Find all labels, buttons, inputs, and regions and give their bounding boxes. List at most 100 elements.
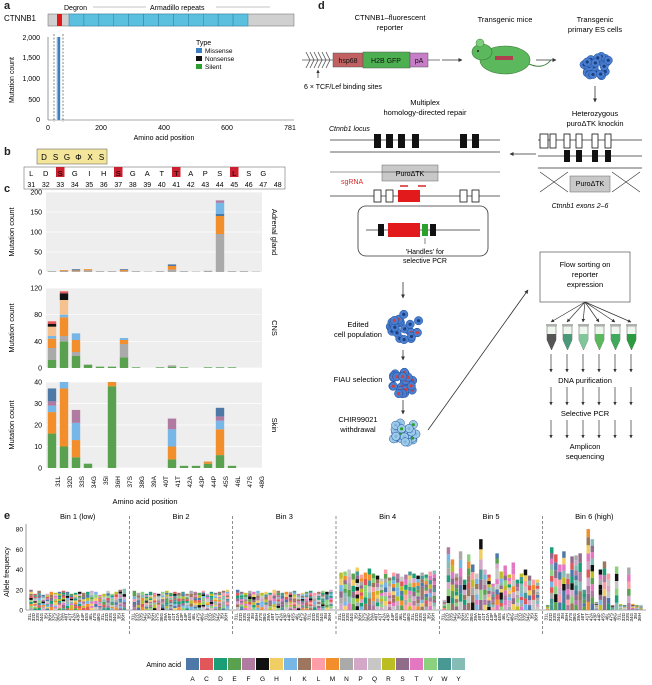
flow-branch — [584, 301, 632, 323]
bar-segment — [47, 321, 57, 324]
e-xtick: 34G — [453, 613, 458, 622]
bar-segment — [47, 271, 57, 272]
e-bar-segment — [77, 607, 82, 610]
e-bar-segment — [598, 599, 603, 605]
ctnnb1-locus-label: Ctnnb1 locus — [329, 126, 370, 133]
transgenic-mice-label: Transgenic mice — [478, 15, 533, 24]
e-bar-segment — [562, 570, 566, 578]
e-bar-segment — [483, 599, 487, 605]
e-bar-segment — [606, 591, 611, 598]
e-bar-segment — [511, 568, 516, 575]
e-bar-segment — [495, 604, 499, 610]
e-bar-segment — [73, 594, 78, 597]
e-bar-segment — [339, 572, 343, 579]
e-bar-segment — [487, 581, 491, 585]
e-bar-segment — [77, 593, 82, 596]
hdr-exon — [460, 134, 467, 148]
e-xtick: 38G — [365, 613, 370, 622]
e-bar-segment — [396, 596, 400, 601]
e-bar-segment — [33, 599, 37, 602]
e-bar-segment — [359, 606, 364, 610]
donor-variant — [388, 223, 420, 237]
e-bar-segment — [602, 603, 607, 610]
bar-segment — [215, 420, 225, 430]
e-bar-segment — [152, 596, 157, 599]
bar-segment — [167, 446, 177, 460]
e-bar-segment — [41, 604, 45, 607]
aa-swatch — [340, 658, 353, 670]
e-bar-segment — [570, 583, 574, 590]
bar-segment — [167, 264, 177, 266]
e-bar-segment — [610, 609, 615, 610]
residue-letter: A — [145, 169, 150, 178]
e-bar-segment — [197, 602, 201, 606]
e-bar-segment — [248, 599, 252, 602]
e-bar-segment — [503, 600, 507, 606]
e-bar-segment — [363, 597, 368, 604]
bar-segment — [167, 366, 177, 368]
e-bar-segment — [197, 605, 201, 608]
e-bar-segment — [507, 574, 511, 578]
e-bar-segment — [420, 592, 424, 597]
aa-legend-label: Amino acid — [146, 662, 181, 669]
bar-segment — [59, 270, 69, 271]
e-bar-segment — [416, 592, 420, 597]
e-bar-segment — [550, 598, 554, 605]
e-bar-segment — [594, 604, 599, 605]
e-bar-segment — [487, 603, 491, 607]
e-bar-segment — [420, 575, 424, 580]
e-bar-segment — [363, 578, 368, 586]
e-bar-segment — [268, 592, 272, 595]
residue-letter: S — [58, 169, 63, 178]
panel-d-figure: CTNNB1–fluorescent reporter hsp68 H2B GF… — [302, 13, 642, 461]
e-bar-segment — [618, 606, 623, 608]
e-bar-segment — [462, 604, 467, 610]
e-bar-segment — [189, 590, 193, 594]
e-bar-segment — [256, 593, 260, 596]
bar-segment — [215, 416, 225, 421]
e-bar-segment — [118, 597, 122, 599]
bin-label: Bin 1 (low) — [60, 512, 96, 521]
bar-segment — [95, 366, 105, 368]
a-ytick: 0 — [36, 117, 40, 124]
e-xtick: 31L — [410, 613, 415, 621]
e-xtick: 34G — [112, 613, 117, 622]
e-xtick: 41T — [171, 613, 176, 621]
e-bar-segment — [136, 607, 141, 610]
e-xtick: 33S — [345, 613, 350, 621]
e-bar-segment — [300, 603, 305, 606]
e-bar-segment — [292, 600, 297, 603]
e-bar-segment — [424, 574, 428, 578]
e-bar-segment — [495, 553, 499, 559]
e-bar-segment — [554, 562, 558, 571]
armadillo-label: Armadillo repeats — [150, 5, 205, 12]
cell-nucleus — [407, 426, 411, 431]
e-bar-segment — [213, 604, 218, 607]
e-bar-segment — [29, 591, 33, 594]
e-bar-segment — [503, 565, 507, 571]
e-bar-segment — [562, 577, 566, 584]
bar-segment — [47, 348, 57, 360]
e-bar-segment — [300, 600, 305, 603]
e-bar-segment — [181, 607, 185, 610]
e-bar-segment — [527, 580, 532, 586]
bar-segment — [59, 336, 69, 342]
legend-missense: Missense — [205, 48, 233, 55]
e-xtick: 38G — [262, 613, 267, 622]
residue-letter: L — [29, 169, 33, 178]
e-ytick: 60 — [16, 547, 24, 554]
e-bar-segment — [268, 608, 272, 610]
bar-segment — [131, 271, 141, 272]
e-bar-segment — [606, 597, 611, 604]
e-bar-segment — [288, 595, 293, 597]
e-bar-segment — [148, 601, 153, 604]
e-bar-segment — [466, 554, 471, 562]
e-bar-segment — [523, 569, 528, 576]
e-bar-segment — [614, 573, 619, 581]
e-bar-segment — [329, 605, 333, 608]
e-bar-segment — [317, 605, 321, 608]
e-bar-segment — [462, 594, 467, 600]
